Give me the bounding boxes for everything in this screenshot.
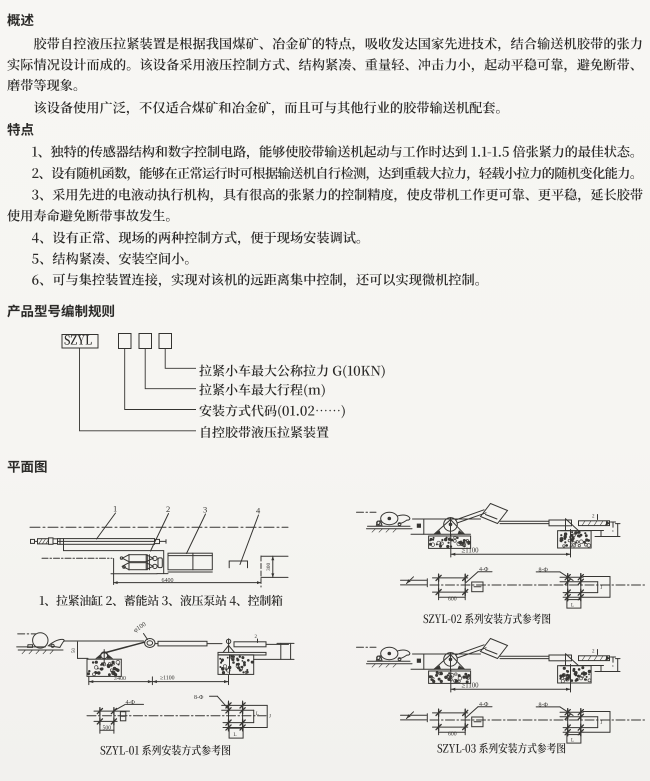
svg-text:c: c [612,663,614,668]
svg-text:4-Φ: 4-Φ [479,567,489,573]
svg-text:L: L [571,604,574,609]
svg-text:J: J [269,715,271,720]
svg-text:φ100: φ100 [132,621,147,634]
svg-text:1: 1 [113,504,117,514]
svg-text:8-Φ: 8-Φ [539,702,549,708]
svg-text:≥400: ≥400 [114,676,126,682]
svg-text:4: 4 [256,506,261,516]
svg-text:600: 600 [448,596,457,602]
svg-text:2: 2 [166,504,170,514]
svg-text:500: 500 [103,725,112,731]
svg-text:≥1100: ≥1100 [462,548,480,555]
svg-text:L: L [234,733,237,738]
svg-text:≥1100: ≥1100 [462,683,480,690]
svg-text:6400: 6400 [162,578,174,584]
svg-text:2: 2 [592,650,595,655]
svg-text:50: 50 [72,648,77,654]
svg-text:8-Φ: 8-Φ [194,695,204,701]
svg-text:300: 300 [266,563,272,572]
svg-text:J: J [601,586,603,591]
svg-text:600: 600 [448,731,457,737]
svg-text:3: 3 [203,505,207,515]
svg-text:8-Φ: 8-Φ [539,567,549,573]
svg-text:4-Φ: 4-Φ [126,700,136,706]
svg-text:2: 2 [592,515,595,520]
svg-text:L: L [571,739,574,744]
svg-text:J: J [601,721,603,726]
svg-text:L: L [256,712,259,717]
svg-text:2: 2 [255,635,258,640]
svg-text:≥1100: ≥1100 [160,676,175,682]
svg-text:c: c [612,528,614,533]
svg-text:4-Φ: 4-Φ [479,702,489,708]
